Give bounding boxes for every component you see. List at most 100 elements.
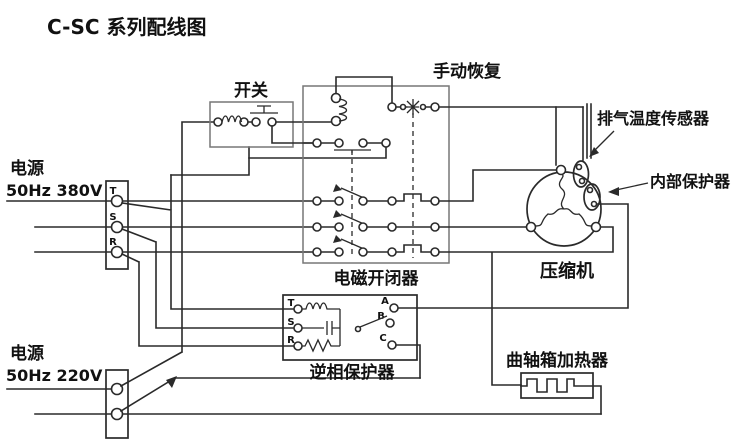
pp-capacitor (302, 321, 340, 335)
pp-T-label: T (288, 298, 295, 309)
sensor-arrow-line (592, 130, 615, 153)
motor-windings (534, 173, 593, 227)
compressor-section: 压缩机 排气温度传感器 内部保护器 (397, 109, 731, 309)
terminal-T (110, 194, 124, 208)
crankcase-heater-section: 曲轴箱加热器 (506, 350, 609, 415)
switch-label: 开关 (234, 80, 268, 101)
pp-R-label: R (287, 335, 295, 346)
coil-top-wire (335, 76, 393, 104)
power-380-section: 电源 50Hz 380V T S R (6, 146, 314, 347)
button-terminal-right (267, 117, 277, 127)
pp-terminal-A (389, 303, 399, 313)
protector-return-wire (397, 203, 629, 309)
interlock-contacts (395, 193, 432, 253)
switch-box-outline (209, 101, 294, 148)
switch-blade-bottom (119, 377, 421, 413)
overload-star-symbol (406, 99, 420, 115)
protector-arrow-line (615, 182, 649, 191)
row1-c4 (387, 196, 397, 206)
linkage-dashed-lines (351, 113, 414, 258)
protector-contact-bottom (590, 200, 598, 208)
protector-contact-top (586, 186, 594, 194)
pp-coil (302, 302, 340, 310)
sensor-probe-lines (586, 103, 592, 159)
pp-S-label: S (287, 317, 294, 328)
pp-C-wire (395, 344, 421, 379)
button-terminal-left (251, 117, 261, 127)
compressor-label: 压缩机 (540, 260, 594, 282)
sensor-contact-top (575, 163, 583, 171)
fuse-terminal-left (213, 117, 223, 127)
heater-element (520, 378, 602, 415)
blade-arrow-3 (333, 235, 342, 243)
aux-contact-4 (381, 138, 391, 148)
contactor-coil (338, 98, 348, 122)
main-contact-rows (312, 184, 440, 257)
power-220-spec: 50Hz 220V (6, 366, 103, 385)
row1-c3 (358, 196, 368, 206)
aux-contact-1 (312, 138, 322, 148)
row1-c1 (312, 196, 322, 206)
manual-reset-label: 手动恢复 (433, 61, 502, 82)
aux-contact-3 (358, 138, 368, 148)
crankcase-heater-label: 曲轴箱加热器 (506, 350, 609, 371)
terminal-R (110, 245, 124, 259)
safety-chain-drops (555, 106, 584, 166)
contactor-box: 电磁开闭器 (302, 76, 614, 386)
terminal-S (110, 220, 124, 234)
row3-c4 (387, 247, 397, 257)
terminal-block-380 (105, 180, 129, 270)
pp-switch-pivot (354, 325, 362, 333)
row2-c1 (312, 222, 322, 232)
row3-c2 (334, 247, 344, 257)
overload-contact-left (387, 102, 397, 112)
row2-c3 (358, 222, 368, 232)
aux-contact-bar (334, 149, 371, 153)
pp-switch-blade (359, 315, 388, 328)
pp-A-label: A (381, 296, 389, 307)
mains-wires (122, 200, 314, 253)
terminal-block-220 (105, 369, 129, 439)
pp-terminal-S (293, 323, 303, 333)
blade-arrowhead (166, 376, 177, 388)
phase-protector-box: 逆相保护器 T S R A B C (282, 294, 421, 383)
contactor-outline (302, 85, 450, 264)
compressor-terminal-right (590, 221, 602, 233)
discharge-sensor-label: 排气温度传感器 (597, 109, 710, 128)
row-wires (320, 200, 389, 253)
aux-contact-2 (334, 138, 344, 148)
phase-protector-outline (282, 294, 418, 361)
switch-box: 开关 (209, 80, 387, 159)
compressor-terminal-top (555, 164, 567, 176)
row3-c1 (312, 247, 322, 257)
page-title: C-SC 系列配线图 (47, 15, 206, 39)
push-button (250, 105, 278, 114)
blade-arrow-1 (333, 184, 342, 192)
pp-C-label: C (379, 333, 386, 344)
phase-protector-label: 逆相保护器 (310, 362, 396, 383)
terminal-S-label: S (109, 212, 116, 223)
row2-c2 (334, 222, 344, 232)
tap-S-wire (120, 227, 295, 329)
tap-R-wire (120, 252, 295, 347)
contactor-label: 电磁开闭器 (334, 268, 420, 289)
row1-c5 (430, 196, 440, 206)
protector-arrowhead (608, 187, 619, 196)
internal-protector-body (583, 183, 601, 211)
row3-c3 (358, 247, 368, 257)
pp-B-label: B (377, 311, 385, 322)
power-380-feed-wires (6, 200, 112, 253)
contact-blades (340, 187, 365, 250)
row3-c5 (430, 247, 440, 257)
terminal-T-label: T (110, 186, 117, 197)
sensor-arrowhead (589, 147, 599, 157)
power-380-spec: 50Hz 380V (6, 181, 103, 200)
pp-terminal-T (293, 304, 303, 314)
pp-resistor (302, 338, 340, 353)
row1-c2 (334, 196, 344, 206)
row2-c5 (430, 222, 440, 232)
internal-protector-label: 内部保护器 (650, 172, 731, 191)
switch-blade-top (119, 121, 214, 388)
pp-terminal-C (387, 340, 397, 350)
